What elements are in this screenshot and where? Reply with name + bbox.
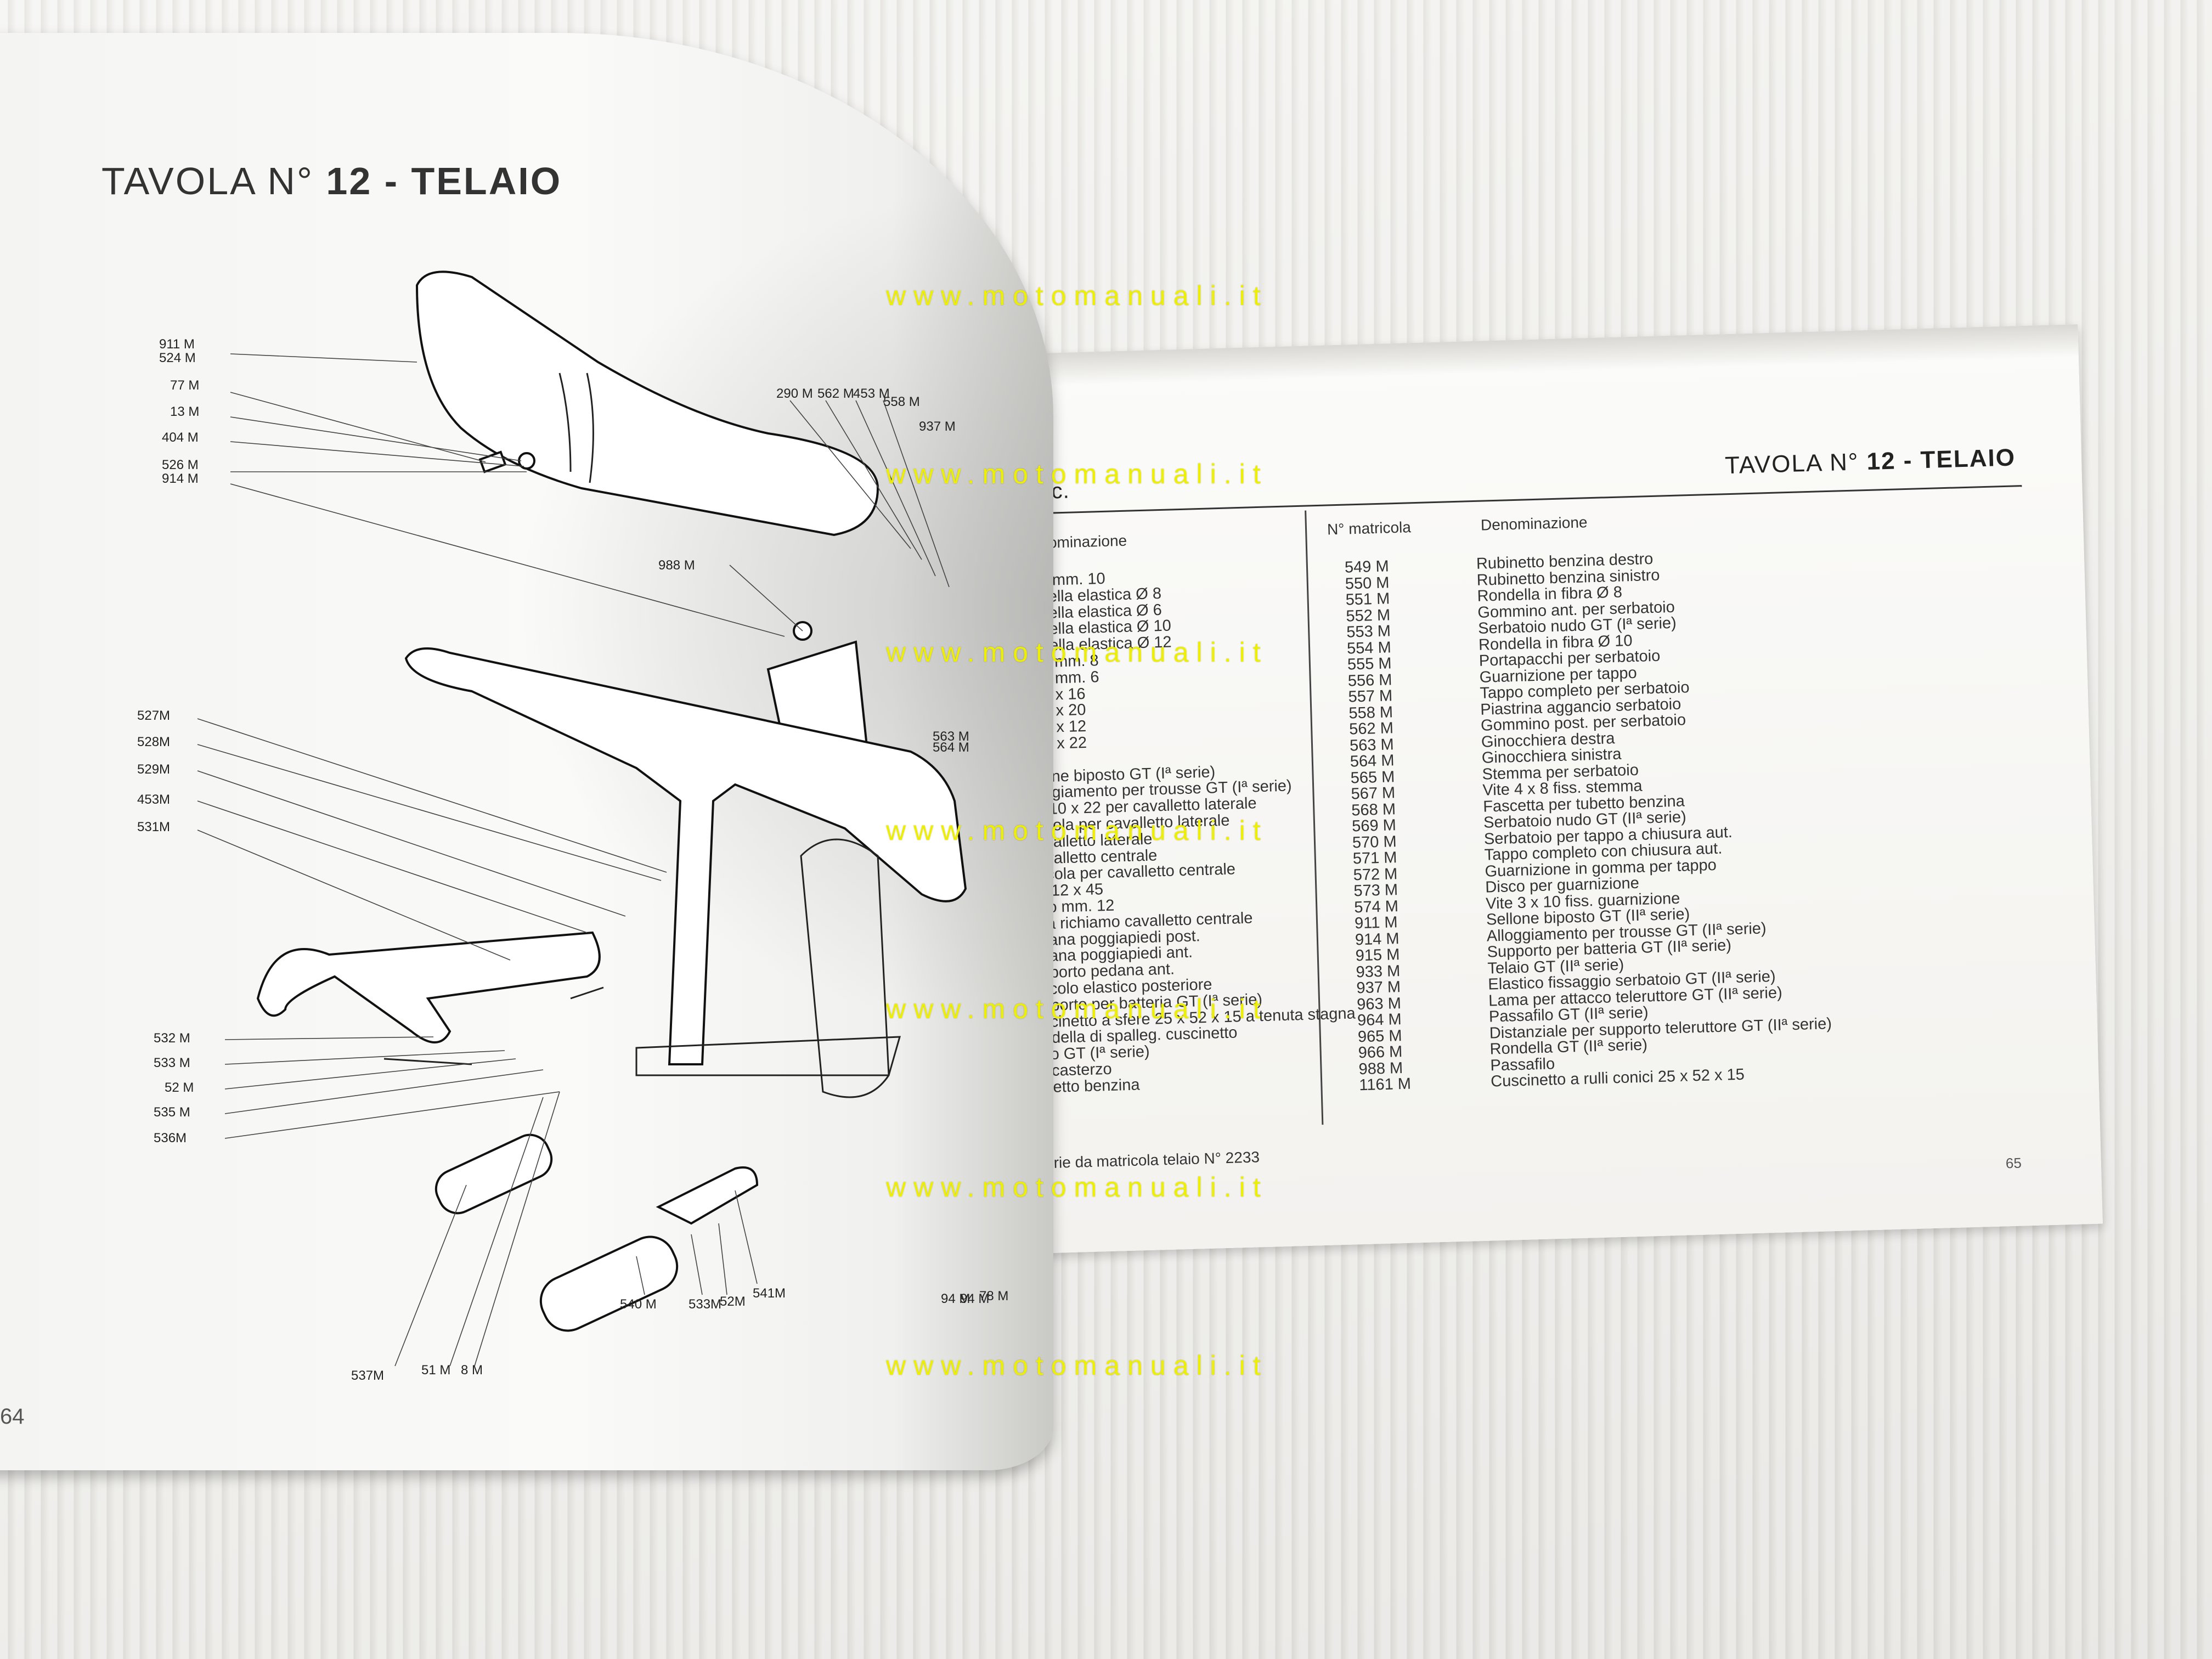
left-page: TAVOLA N° 12 - TELAIO (0, 33, 1053, 1470)
matricola-cell: 549 M (1344, 557, 1390, 577)
callout: 914 M (162, 471, 199, 486)
callout: 564 M (933, 740, 969, 755)
callout: 527M (137, 708, 170, 723)
callout: 51 M (421, 1363, 450, 1378)
matricola-cell: 555 M (1347, 654, 1392, 674)
callout: 94 M (960, 1291, 989, 1306)
matricola-cell: 571 M (1352, 849, 1397, 868)
callout: 13 M (170, 404, 199, 419)
callout: 562 M (817, 386, 854, 401)
footnote: serie da matricola telaio N° 2233 (1037, 1148, 1260, 1172)
watermark: www.motomanuali.it (886, 459, 1268, 489)
callout: 536M (154, 1131, 187, 1146)
callout: 52 M (165, 1080, 194, 1095)
right-page-title: TAVOLA N° 12 - TELAIO (1725, 444, 2016, 479)
matricola-cell: 574 M (1353, 897, 1399, 916)
stand-drawing (256, 931, 601, 1043)
matricola-cell: 573 M (1353, 881, 1398, 900)
callout: 531M (137, 820, 170, 834)
left-page-title: TAVOLA N° 12 - TELAIO (101, 159, 562, 203)
matricola-cell: 553 M (1346, 622, 1391, 641)
matricola-cell: 569 M (1351, 816, 1397, 836)
frame-drawing (404, 647, 967, 1065)
callout: 537M (351, 1368, 384, 1383)
matricola-cell: 964 M (1357, 1011, 1402, 1030)
matricola-cell: 564 M (1350, 752, 1395, 771)
matricola-cell: 915 M (1355, 946, 1400, 965)
watermark: www.motomanuali.it (886, 815, 1268, 846)
callout: 94 M (941, 1291, 970, 1306)
matricola-cell: 966 M (1358, 1043, 1403, 1062)
callout: 937 M (919, 419, 956, 434)
matricola-cell: 562 M (1348, 719, 1394, 738)
callout: 8 M (461, 1363, 483, 1378)
callout: 77 M (170, 378, 199, 393)
seat-drawing (415, 270, 879, 537)
pedal-support-drawing (656, 1166, 759, 1225)
callout: 533 M (154, 1056, 190, 1070)
watermark: www.motomanuali.it (886, 280, 1268, 311)
callout: 988 M (658, 558, 695, 573)
watermark: www.motomanuali.it (886, 1172, 1268, 1203)
callout: 524 M (159, 351, 196, 365)
footrest-rear-drawing (435, 1133, 553, 1215)
callout-labels: 911 M 524 M 77 M 13 M 404 M 526 M 914 M … (137, 337, 1008, 1383)
callout: 532 M (154, 1031, 190, 1046)
callout: 528M (137, 735, 170, 749)
title-number: 12 (326, 160, 373, 202)
callout: 404 M (162, 430, 199, 445)
callout: 911 M (159, 337, 195, 352)
callout: 563 M (933, 729, 969, 744)
title-prefix: TAVOLA N° (1724, 448, 1867, 479)
callout: 533M (689, 1297, 721, 1312)
watermark: www.motomanuali.it (886, 994, 1268, 1024)
watermark: www.motomanuali.it (886, 637, 1268, 668)
matricola-cell: 551 M (1345, 590, 1390, 609)
watermark: www.motomanuali.it (886, 1350, 1268, 1381)
num-col-header: N° matricola (1327, 518, 1412, 538)
callout: 535 M (154, 1105, 190, 1120)
callout: 52M (720, 1294, 746, 1309)
matricola-cell: 911 M (1354, 913, 1398, 933)
desc-col-header: Denominazione (1480, 514, 1588, 534)
callout: 558 M (883, 394, 920, 409)
leader-lines (197, 353, 950, 1367)
title-suffix: - TELAIO (1895, 444, 2016, 475)
title-number: 12 (1866, 447, 1897, 475)
title-suffix: - TELAIO (372, 160, 562, 202)
callout: 78 M (979, 1289, 1008, 1304)
footrest-front-drawing (539, 1235, 679, 1332)
callout: 540 M (620, 1297, 657, 1312)
callout: 453 M (853, 386, 890, 401)
callout: 290 M (776, 386, 813, 401)
matricola-cell: 1161 M (1358, 1075, 1412, 1094)
callout: 541M (753, 1286, 786, 1301)
callout: 526 M (162, 458, 199, 472)
matricola-cell: 557 M (1348, 687, 1393, 706)
left-page-number: 64 (0, 1404, 25, 1429)
right-page-number: 65 (2005, 1154, 2022, 1172)
title-prefix: TAVOLA N° (101, 160, 326, 202)
matricola-cell: 937 M (1356, 978, 1401, 997)
exploded-frame-diagram: 911 M 524 M 77 M 13 M 404 M 526 M 914 M … (137, 270, 1008, 1383)
matricola-cell: 567 M (1351, 784, 1396, 803)
callout: 453M (137, 792, 170, 807)
callout: 529M (137, 762, 170, 777)
